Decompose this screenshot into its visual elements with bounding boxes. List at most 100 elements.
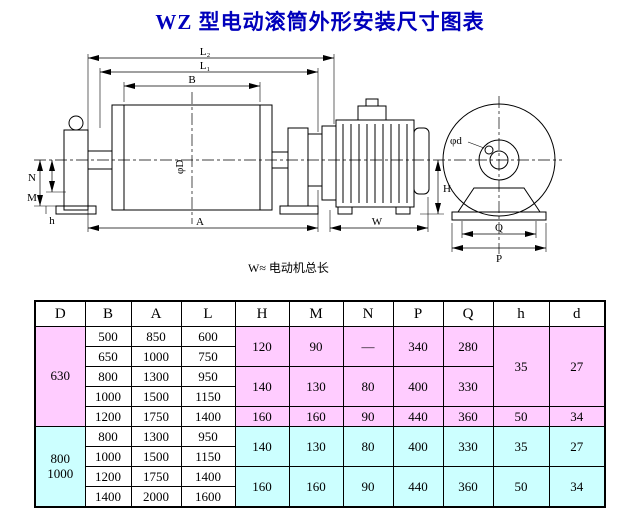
cell-a: 1750 [130,466,182,487]
cell-q: 360 [442,466,494,508]
cell-n: — [342,326,394,367]
dim-label-n: N [28,172,36,184]
cell-b: 1000 [84,446,132,467]
cell-h-small: 50 [492,466,550,508]
cell-d-small: 27 [548,326,606,407]
col-header-l: L [180,300,236,327]
dimension-table: D B A L H M N P Q h d 630 500 850 600 12… [34,300,606,508]
drawing-note: W≈ 电动机总长 [248,261,329,275]
table-row: 800 1000 800 1300 950 140 130 80 400 330… [34,426,606,508]
col-header-d: D [34,300,86,327]
col-header-d-small: d [548,300,606,327]
cell-m: 160 [288,406,344,427]
dim-label-l2: L₂ [200,46,211,58]
cell-l: 1400 [180,406,236,427]
cell-b: 1400 [84,486,132,508]
cell-b: 1200 [84,406,132,427]
cell-h: 140 [234,426,290,467]
middle-support [279,127,323,215]
dim-label-phi-d-hole: φd [450,135,462,147]
page-title: WZ 型电动滚筒外形安装尺寸图表 [155,10,485,34]
drum-side-view [87,104,289,211]
cell-q: 360 [442,406,494,427]
technical-drawing: L₂ L₁ B φD A W H N M h φd Q P W≈ 电动机总长 [27,46,562,275]
cell-d-small: 34 [548,466,606,508]
cell-a: 850 [130,326,182,347]
cell-p: 400 [392,366,444,407]
cell-a: 1300 [130,366,182,387]
cell-l: 1600 [180,486,236,508]
cell-l: 750 [180,346,236,367]
cell-p: 440 [392,466,444,508]
col-header-n: N [342,300,394,327]
motor [321,98,430,215]
cell-a: 1300 [130,426,182,447]
col-header-q: Q [442,300,494,327]
col-header-a: A [130,300,182,327]
cell-a: 2000 [130,486,182,508]
table-row: 630 500 850 600 120 90 — 340 280 35 27 [34,326,606,427]
dim-label-p: P [496,253,502,265]
cell-a: 1500 [130,386,182,407]
col-header-m: M [288,300,344,327]
cell-n: 90 [342,406,394,427]
cell-m: 130 [288,366,344,407]
col-header-h-small: h [492,300,550,327]
cell-h: 160 [234,406,290,427]
dim-label-phi-d-drum: φD [174,160,186,174]
cell-a: 1000 [130,346,182,367]
cell-h-small: 35 [492,426,550,467]
cell-l: 1150 [180,386,236,407]
table-row: 800 1300 950 140 130 80 400 330 [35,366,605,407]
dim-label-m: M [27,192,37,204]
cell-n: 80 [342,366,394,407]
cell-h: 140 [234,366,290,407]
cell-p: 340 [392,326,444,367]
dim-label-h-cap: H [443,183,451,195]
dim-label-l1: L₁ [200,60,211,72]
cell-h-small: 35 [492,326,550,407]
cell-q: 330 [442,426,494,467]
cell-d-group2: 800 1000 [34,426,86,508]
cell-b: 1000 [84,386,132,407]
cell-h-small: 50 [492,406,550,427]
dim-label-b: B [188,74,195,86]
col-header-p: P [392,300,444,327]
cell-h: 120 [234,326,290,367]
dim-label-w: W [372,216,383,228]
cell-n: 80 [342,426,394,467]
cell-q: 280 [442,326,494,367]
extension-lines [34,54,547,252]
table-row: 1200 1750 1400 160 160 90 440 360 50 34 [35,406,606,427]
col-header-h-cap: H [234,300,290,327]
cell-d-small: 34 [548,406,606,427]
dim-label-h-small: h [49,215,55,227]
centerlines [34,92,562,254]
cell-n: 90 [342,466,394,508]
dim-label-a: A [196,216,204,228]
dim-label-q: Q [495,222,503,234]
left-support-bracket [55,115,97,215]
cell-m: 90 [288,326,344,367]
cell-l: 950 [180,426,236,447]
cell-a: 1500 [130,446,182,467]
cell-l: 1150 [180,446,236,467]
cell-d-small: 27 [548,426,606,467]
cell-m: 160 [288,466,344,508]
dimension-lines [37,55,546,251]
table-header-row: D B A L H M N P Q h d [34,300,606,327]
cell-m: 130 [288,426,344,467]
cell-l: 1400 [180,466,236,487]
cell-a: 1750 [130,406,182,427]
cell-d-group1: 630 [34,326,86,427]
cell-l: 600 [180,326,236,347]
cell-b: 1200 [84,466,132,487]
cell-p: 440 [392,406,444,427]
cell-h: 160 [234,466,290,508]
cell-b: 800 [84,366,132,387]
table-row: 1000 1500 1150 [35,386,605,407]
cell-b: 500 [84,326,132,347]
cell-p: 400 [392,426,444,467]
cell-b: 650 [84,346,132,367]
table-row: 650 1000 750 [35,346,605,367]
